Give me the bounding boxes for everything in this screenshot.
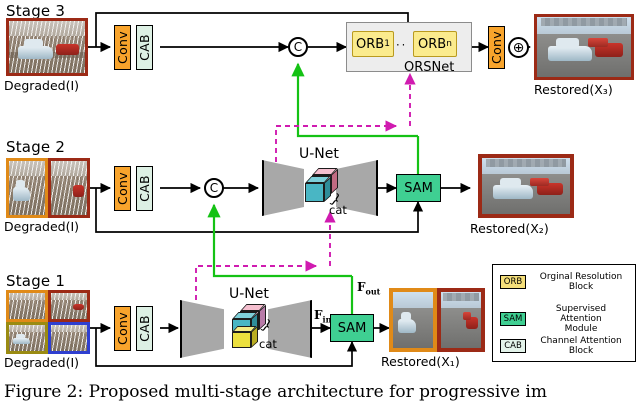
stage1-fin-sub: in: [322, 314, 332, 325]
orsnet-label: ORSNet: [404, 60, 455, 75]
legend-cab-line1: Channel Attention: [540, 336, 622, 346]
stage2-unet-encoder: [262, 160, 304, 216]
stage2-concat-symbol: C: [209, 181, 219, 195]
stage3-add-symbol: ⊕: [512, 39, 525, 56]
stage1-conv-label: Conv: [115, 312, 130, 345]
stage1-fout-text: F: [357, 280, 366, 294]
stage2-degraded-image: [6, 158, 90, 218]
stage1-output-text: Restored(X₁): [381, 354, 460, 369]
stage2-output-text: Restored(X₂): [470, 221, 549, 236]
legend-item-sam: SAM Supervised Attention Module: [500, 304, 628, 334]
stage2-cat-label: cat: [329, 203, 347, 217]
stage2-sam-label: SAM: [404, 180, 433, 196]
stage1-degraded-image: [6, 290, 90, 354]
stage2-title: Stage 2: [6, 138, 66, 156]
stage3-conv-label: Conv: [115, 31, 130, 64]
legend-item-orb: ORB Orginal Resolution Block: [500, 272, 628, 292]
legend-cab-line2: Block: [568, 346, 594, 357]
legend-text-orb: Orginal Resolution Block: [534, 272, 628, 292]
stage3-restored-image: [534, 14, 634, 80]
stage3-input-label: Degraded(I): [4, 78, 80, 93]
stage1-cab-block: CAB: [136, 306, 153, 351]
stage1-sam-label: SAM: [337, 320, 367, 336]
orb-first-sub: 1: [384, 39, 390, 49]
stage1-unet-label: U-Net: [229, 286, 269, 302]
stage3-cab-label: CAB: [137, 34, 153, 61]
stage2-sam-block: SAM: [396, 174, 441, 202]
orb-ellipsis: ··: [396, 38, 408, 52]
stage3-output-label: Restored(X₃): [534, 82, 613, 97]
stage2-concat-op: C: [204, 178, 224, 198]
stage1-fin-text: F: [314, 308, 323, 322]
legend-orb-line2: Block: [568, 282, 594, 293]
stage1-unet-encoder: [180, 300, 224, 358]
stage1-fout-label: Fout: [357, 280, 380, 296]
legend-chip-sam-label: SAM: [503, 314, 523, 325]
legend-item-cab: CAB Channel Attention Block: [500, 336, 628, 356]
stage3-out-conv-label: Conv: [489, 31, 504, 64]
stage3-title: Stage 3: [6, 2, 66, 20]
stage1-cat-label: cat: [259, 337, 277, 351]
orb-last-label: ORB: [418, 36, 447, 52]
stage1-cat-cube-front: [232, 325, 258, 348]
legend-sam-line2: Module: [564, 324, 598, 335]
legend-text-cab: Channel Attention Block: [534, 336, 628, 356]
stage1-output-label: Restored(X₁): [381, 354, 460, 369]
stage2-cab-label: CAB: [137, 175, 153, 202]
stage2-unet-decoder: [336, 160, 378, 216]
legend-chip-orb: ORB: [500, 275, 526, 290]
stage1-conv-block: Conv: [114, 306, 131, 351]
stage1-sam-block: SAM: [330, 314, 374, 342]
stage2-cat-cube-front: [305, 176, 331, 202]
legend-sam-line1: Supervised Attention: [555, 304, 607, 325]
stage2-conv-block: Conv: [114, 166, 131, 211]
stage3-concat-op: C: [288, 37, 308, 57]
stage2-input-label: Degraded(I): [4, 219, 80, 234]
legend-chip-cab: CAB: [500, 339, 526, 354]
stage1-unet-decoder: [268, 300, 312, 358]
stage2-cab-block: CAB: [136, 166, 153, 211]
stage3-conv-block: Conv: [114, 25, 131, 70]
figure-caption: Figure 2: Proposed multi-stage architect…: [4, 382, 547, 402]
stage2-conv-label: Conv: [115, 172, 130, 205]
legend-chip-sam: SAM: [500, 312, 526, 327]
stage2-output-label: Restored(X₂): [470, 221, 549, 236]
stage1-input-label: Degraded(I): [4, 355, 80, 370]
stage1-cab-label: CAB: [137, 315, 153, 342]
stage1-fout-sub: out: [365, 286, 381, 297]
stage2-restored-image: [478, 154, 574, 218]
stage3-output-text: Restored(X₃): [534, 82, 613, 97]
stage3-degraded-image: [6, 18, 88, 76]
stage1-title: Stage 1: [6, 272, 66, 290]
stage1-fin-label: Fin: [314, 308, 331, 324]
stage1-restored-image: [389, 288, 485, 352]
legend-chip-orb-label: ORB: [503, 277, 523, 288]
legend-orb-line1: Orginal Resolution: [539, 272, 623, 282]
orb-first-label: ORB: [356, 36, 385, 52]
stage2-unet-label: U-Net: [299, 146, 339, 162]
stage3-add-op: ⊕: [508, 37, 529, 58]
legend-chip-cab-label: CAB: [504, 341, 522, 352]
orb-last-sub: n: [446, 39, 452, 49]
stage3-out-conv-block: Conv: [488, 26, 505, 69]
stage3-cab-block: CAB: [136, 25, 153, 70]
legend-text-sam: Supervised Attention Module: [534, 304, 628, 334]
stage3-concat-symbol: C: [293, 40, 303, 54]
